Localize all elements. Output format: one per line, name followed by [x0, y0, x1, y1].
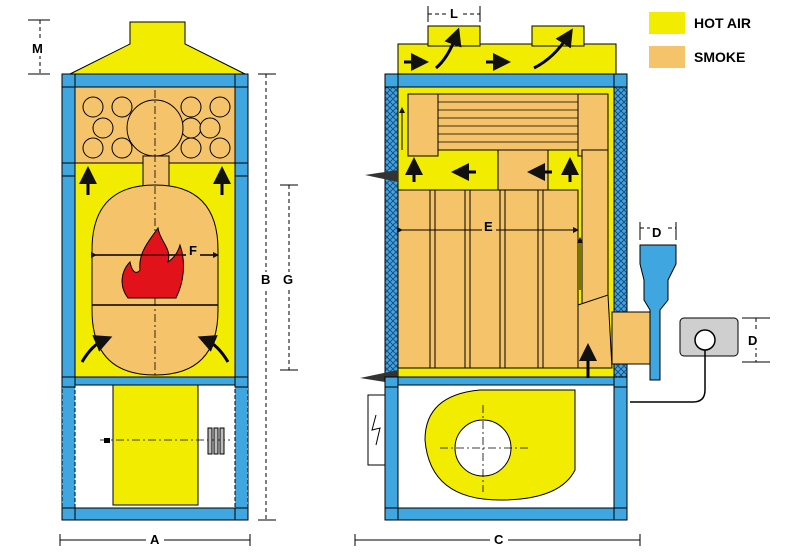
flue-outlet	[639, 244, 677, 381]
flame-icon	[121, 226, 184, 299]
side-exchanger	[407, 93, 609, 151]
front-flue-column	[142, 155, 170, 187]
dim-label-E: E	[484, 219, 493, 234]
legend-hot-air-swatch	[649, 12, 685, 34]
dim-label-M: M	[32, 41, 43, 56]
legend: HOT AIR SMOKE	[649, 12, 751, 68]
dim-label-B: B	[261, 272, 270, 287]
dim-label-A: A	[150, 532, 160, 547]
front-hood	[69, 21, 246, 75]
side-flue-duct	[581, 149, 609, 311]
side-top-plenum	[397, 43, 617, 77]
dim-label-G: G	[283, 272, 293, 287]
front-pulley	[207, 427, 225, 455]
side-combustion-chamber	[397, 189, 579, 369]
legend-smoke-swatch	[649, 46, 685, 68]
dim-label-F: F	[189, 243, 197, 258]
dim-label-D-top: D	[652, 225, 661, 240]
dim-label-C: C	[494, 532, 504, 547]
dim-label-D-side: D	[748, 333, 757, 348]
front-view: F	[61, 21, 249, 521]
front-tubes	[82, 96, 231, 159]
burner-body	[611, 311, 653, 365]
legend-smoke-label: SMOKE	[694, 49, 745, 65]
legend-hot-air-label: HOT AIR	[694, 15, 751, 31]
side-view: E	[360, 25, 739, 521]
front-fan-inlet	[112, 384, 199, 506]
dim-label-L: L	[450, 6, 458, 21]
